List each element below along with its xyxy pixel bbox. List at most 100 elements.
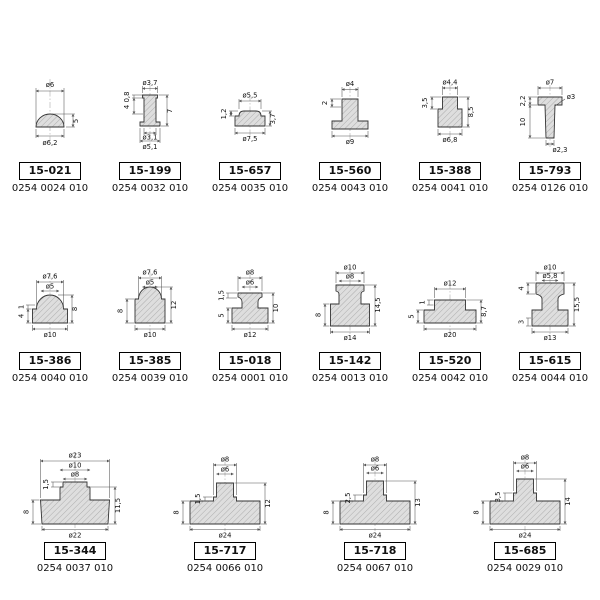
row-2: ø7,6 ø5 1 4 8 ø10 15-386 0254 0040 010 xyxy=(0,194,600,385)
drawing-15-199: ø3,7 0,8 4 7 ø3,1 ø5,1 xyxy=(123,79,174,151)
dim-label: 8 xyxy=(71,307,79,311)
part-cell-15-793: ø7 ø3 2,2 10 ø2,3 15-793 0254 0126 010 xyxy=(500,26,600,195)
drawing-15-718: ø8 ø6 2,5 8 13 ø24 xyxy=(323,456,423,540)
dim-label: ø8 xyxy=(71,471,79,479)
dim-label: ø5 xyxy=(46,283,54,291)
part-silhouette xyxy=(537,96,563,139)
drawing-15-615: ø10 ø5,8 4 3 15,5 ø13 xyxy=(518,264,582,343)
dim-label: ø8 xyxy=(246,269,254,277)
part-silhouette xyxy=(339,480,411,525)
dim-label: ø8 xyxy=(221,456,229,464)
dim-label: ø24 xyxy=(369,532,382,540)
dimension-labels: ø8 ø6 1,5 5 10 ø12 xyxy=(218,269,281,340)
dimension-lines xyxy=(125,276,173,331)
dimension-lines xyxy=(528,86,566,146)
part-number-box: 15-199 xyxy=(118,162,182,180)
dim-label: 5 xyxy=(218,313,226,317)
dim-label: 10 xyxy=(519,118,527,127)
drawing-15-021: ø6 5 ø6,2 xyxy=(35,79,80,147)
dim-label: 2,2 xyxy=(519,96,527,107)
dim-label: ø10 xyxy=(69,462,82,470)
dimension-labels: ø10 ø5,8 4 3 15,5 ø13 xyxy=(518,264,582,343)
dimension-labels: ø8 ø6 1,5 8 12 ø24 xyxy=(173,456,273,540)
part-cell-15-021: ø6 5 ø6,2 15-021 0254 0024 010 xyxy=(0,26,100,194)
order-number: 0254 0029 010 xyxy=(486,563,564,574)
dimension-labels: ø10 ø8 8 14,5 ø14 xyxy=(315,264,383,343)
drawing-15-385: ø7,6 ø5 8 12 ø10 xyxy=(117,269,179,340)
dimension-lines xyxy=(181,463,267,532)
part-number-box: 15-385 xyxy=(118,352,182,370)
order-number: 0254 0032 010 xyxy=(111,183,189,194)
dimension-labels: ø8 ø6 2,5 8 13 ø24 xyxy=(323,456,423,540)
dim-label: 15,5 xyxy=(573,297,581,312)
dim-label: 5 xyxy=(72,119,80,123)
dim-label: ø4,4 xyxy=(443,79,458,87)
dimension-labels: ø3,7 0,8 4 7 ø3,1 ø5,1 xyxy=(123,79,174,151)
dim-label: 14,5 xyxy=(374,297,382,312)
dim-label: 12 xyxy=(170,301,178,310)
dim-label: 4 xyxy=(18,314,26,318)
part-cell-15-018: ø8 ø6 1,5 5 10 ø12 15-018 0254 0001 010 xyxy=(200,194,300,385)
drawing-15-717: ø8 ø6 1,5 8 12 ø24 xyxy=(173,456,273,540)
dimension-lines xyxy=(31,459,117,532)
part-silhouette xyxy=(489,478,561,525)
dim-label: 8,5 xyxy=(467,107,475,118)
dim-label: ø3 xyxy=(567,93,575,101)
dim-label: ø7,5 xyxy=(243,135,258,143)
order-number: 0254 0024 010 xyxy=(11,183,89,194)
dimension-labels: ø7 ø3 2,2 10 ø2,3 xyxy=(519,79,575,155)
drawing-15-344: ø23 ø10 ø8 1,5 8 11,5 ø22 xyxy=(23,452,123,540)
dim-label: ø4 xyxy=(346,80,354,88)
part-silhouette xyxy=(234,110,266,127)
row-3: ø23 ø10 ø8 1,5 8 11,5 ø22 15-344 0254 00… xyxy=(0,384,600,575)
part-cell-15-344: ø23 ø10 ø8 1,5 8 11,5 ø22 15-344 0254 00… xyxy=(1,384,149,575)
dim-label: 8 xyxy=(117,309,125,313)
dim-label: ø6 xyxy=(521,463,529,471)
dim-label: ø6 xyxy=(246,279,254,287)
part-number-box: 15-718 xyxy=(343,542,407,560)
row-1: ø6 5 ø6,2 15-021 0254 0024 010 xyxy=(0,26,600,195)
dim-label: 3 xyxy=(518,320,526,324)
dim-label: 8 xyxy=(323,510,331,514)
part-number-box: 15-520 xyxy=(418,352,482,370)
dim-label: ø10 xyxy=(144,331,157,339)
dim-label: 1 xyxy=(18,305,26,309)
dim-label: ø7,6 xyxy=(143,269,158,277)
dimension-lines xyxy=(26,280,74,331)
dim-label: ø6 xyxy=(46,81,54,89)
order-number: 0254 0039 010 xyxy=(111,373,189,384)
order-number: 0254 0013 010 xyxy=(311,373,389,384)
dim-label: 8 xyxy=(173,510,181,514)
part-silhouette xyxy=(231,292,269,324)
part-cell-15-385: ø7,6 ø5 8 12 ø10 15-385 0254 0039 010 xyxy=(100,194,200,385)
dim-label: ø10 xyxy=(344,264,357,272)
dim-label: 13 xyxy=(414,498,422,507)
dim-label: 14 xyxy=(564,497,572,506)
dimension-labels: ø6 5 ø6,2 xyxy=(43,81,80,147)
part-cell-15-718: ø8 ø6 2,5 8 13 ø24 15-718 0254 0067 010 xyxy=(301,384,449,575)
dim-label: 12 xyxy=(264,499,272,508)
dimension-lines xyxy=(330,87,369,138)
dim-label: 8 xyxy=(23,510,31,514)
dimension-lines xyxy=(35,88,75,138)
part-silhouette xyxy=(423,299,477,324)
part-silhouette xyxy=(331,98,369,130)
dim-label: ø10 xyxy=(44,331,57,339)
part-number-box: 15-717 xyxy=(193,542,257,560)
part-number-box: 15-615 xyxy=(518,352,582,370)
part-silhouette xyxy=(437,96,463,128)
order-number: 0254 0126 010 xyxy=(511,183,589,194)
dim-label: 4 xyxy=(518,286,526,290)
dim-label: 1,5 xyxy=(194,494,202,505)
dim-label: ø3,7 xyxy=(143,79,158,87)
dim-label: ø6,2 xyxy=(43,139,58,147)
dim-label: 8 xyxy=(473,510,481,514)
part-number-box: 15-344 xyxy=(43,542,107,560)
order-number: 0254 0037 010 xyxy=(36,563,114,574)
dimension-lines xyxy=(229,99,272,135)
dim-label: ø9 xyxy=(346,138,354,146)
drawing-15-386: ø7,6 ø5 1 4 8 ø10 xyxy=(18,273,80,340)
order-number: 0254 0040 010 xyxy=(11,373,89,384)
dimension-lines xyxy=(416,287,483,331)
dim-label: ø3,1 xyxy=(143,134,158,142)
